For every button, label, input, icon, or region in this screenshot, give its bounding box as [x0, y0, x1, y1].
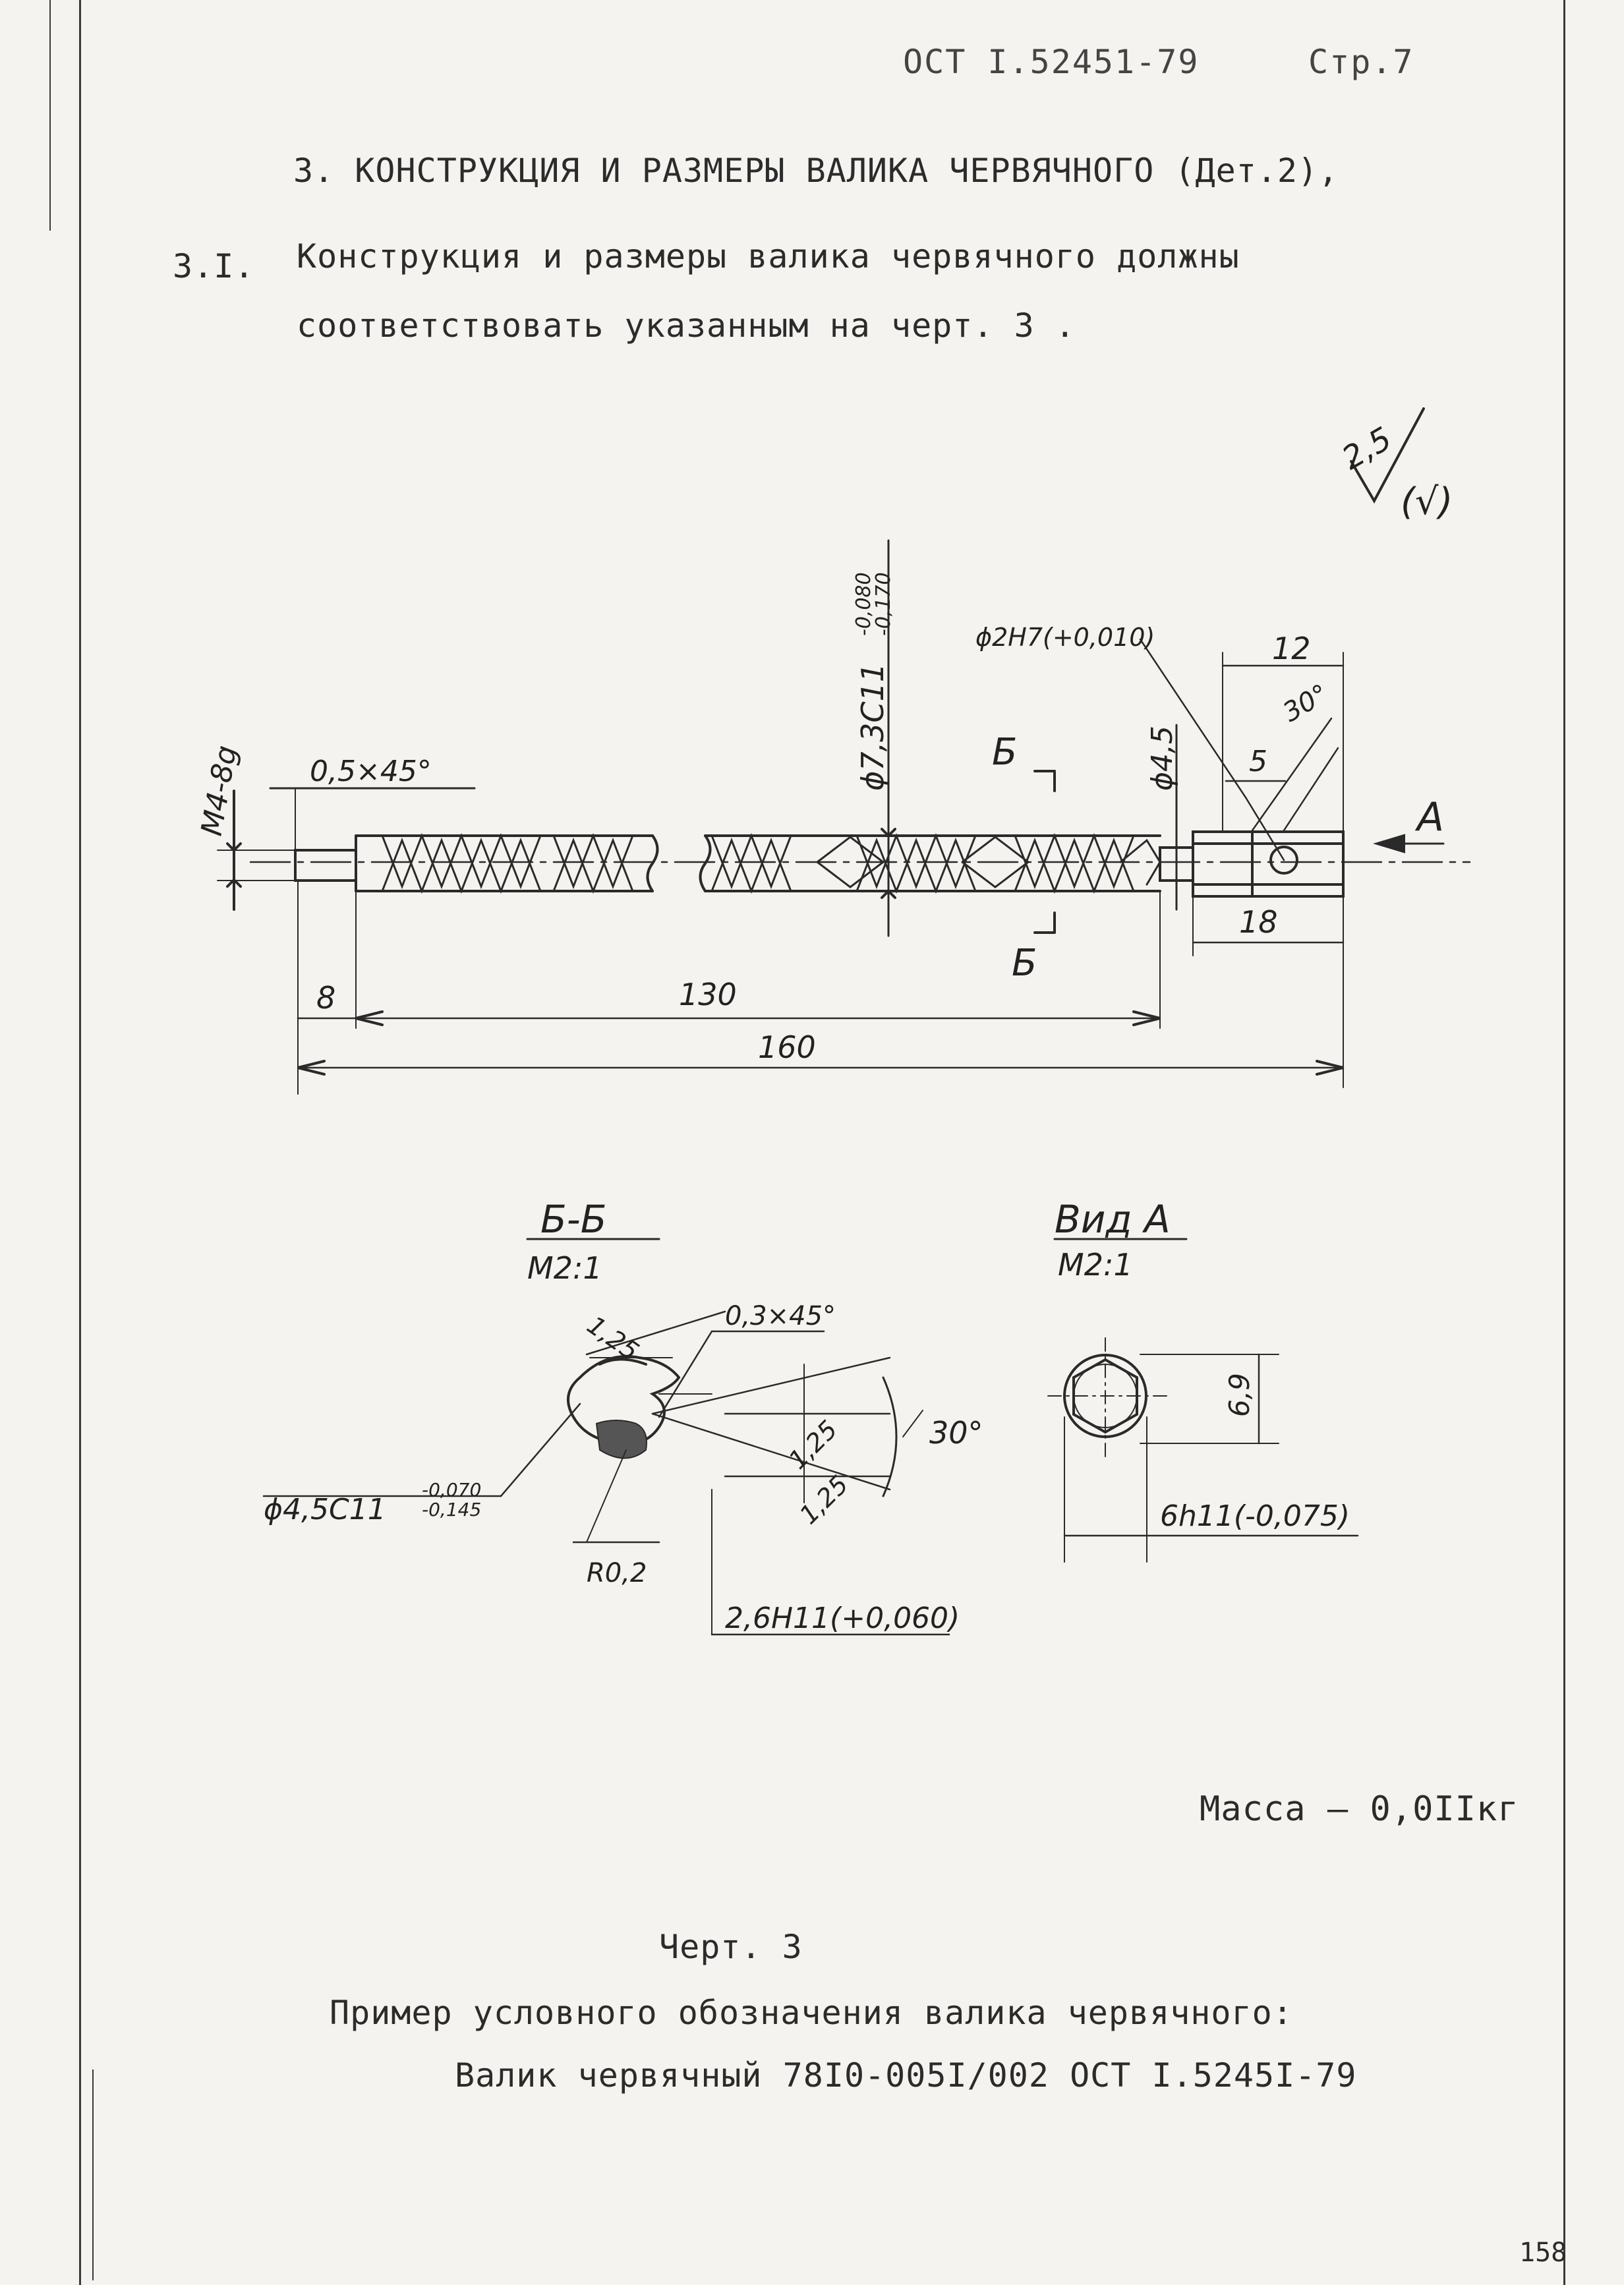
dim-12: 12	[1272, 631, 1311, 666]
view-a-height: 6,9	[1223, 1373, 1256, 1417]
view-a-title: Вид А	[1055, 1197, 1171, 1242]
dim-18: 18	[1239, 904, 1278, 940]
section-mark-top: Б	[992, 731, 1017, 774]
doc-number: ОСТ I.52451-79	[903, 43, 1200, 81]
section-bb-scale: М2:1	[527, 1250, 602, 1286]
section-bb-radius: R0,2	[587, 1558, 647, 1588]
clause-line-2: соответствовать указанным на черт. 3 .	[297, 306, 1076, 345]
section-title: 3. КОНСТРУКЦИЯ И РАЗМЕРЫ ВАЛИКА ЧЕРВЯЧНО…	[293, 152, 1339, 190]
mass-label: Масса – 0,0IIкг	[1200, 1789, 1519, 1829]
clause-number: 3.I.	[173, 247, 255, 285]
view-a-width: 6h11(-0,075)	[1160, 1499, 1350, 1533]
clause-line-1: Конструкция и размеры валика червячного …	[297, 237, 1240, 275]
dim-30: 30°	[1278, 679, 1333, 728]
section-mark-bottom: Б	[1012, 942, 1037, 985]
margin-tick-left-bottom	[92, 2069, 94, 2280]
dim-130: 130	[679, 977, 737, 1012]
roughness-value: 2,5	[1336, 420, 1398, 477]
chamfer-label: 0,5×45°	[310, 755, 432, 788]
margin-tick-left	[49, 0, 51, 231]
frame-left-line	[79, 0, 81, 2285]
view-a-scale: М2:1	[1058, 1247, 1133, 1283]
example-line: Валик червячный 78I0-005I/002 ОСТ I.5245…	[455, 2056, 1357, 2095]
diameter-small-label: ϕ4,5	[1146, 726, 1179, 791]
diameter-main-tol-lower: -0,170	[872, 572, 895, 636]
thread-label: М4-8g	[195, 743, 244, 838]
view-mark-a: А	[1414, 794, 1444, 840]
section-bb-width: 2,6Н11(+0,060)	[725, 1602, 960, 1635]
hole-label: ϕ2Н7(+0,010)	[975, 623, 1155, 652]
diameter-main-tol-upper: -0,080	[852, 572, 875, 636]
dim-5: 5	[1249, 745, 1267, 778]
dim-160: 160	[758, 1029, 816, 1065]
section-bb-chamfer: 0,3×45°	[725, 1301, 836, 1331]
frame-right-line	[1563, 0, 1565, 2285]
shaft-main-view	[217, 539, 1471, 1095]
section-bb-drawing	[262, 1238, 950, 1636]
roughness-suffix: (√)	[1401, 480, 1453, 523]
page-number: 158	[1519, 2238, 1567, 2268]
section-bb-diameter-tol-upper: -0,070	[422, 1479, 481, 1501]
view-a-drawing	[1047, 1238, 1359, 1563]
figure-caption: Черт. 3	[659, 1928, 803, 1966]
section-bb-diameter: ϕ4,5С11	[264, 1493, 386, 1526]
roughness-symbol	[1350, 407, 1425, 504]
section-bb-diameter-tol-lower: -0,145	[422, 1499, 481, 1520]
section-bb-d125b: 1,25	[794, 1470, 854, 1530]
section-bb-angle: 30°	[929, 1415, 983, 1451]
section-bb-title: Б-Б	[540, 1197, 607, 1242]
example-title: Пример условного обозначения валика черв…	[330, 1994, 1293, 2032]
page-label: Стр.7	[1308, 43, 1414, 81]
diameter-main-label: ϕ7,3С11	[855, 663, 890, 791]
dim-8: 8	[316, 980, 335, 1016]
